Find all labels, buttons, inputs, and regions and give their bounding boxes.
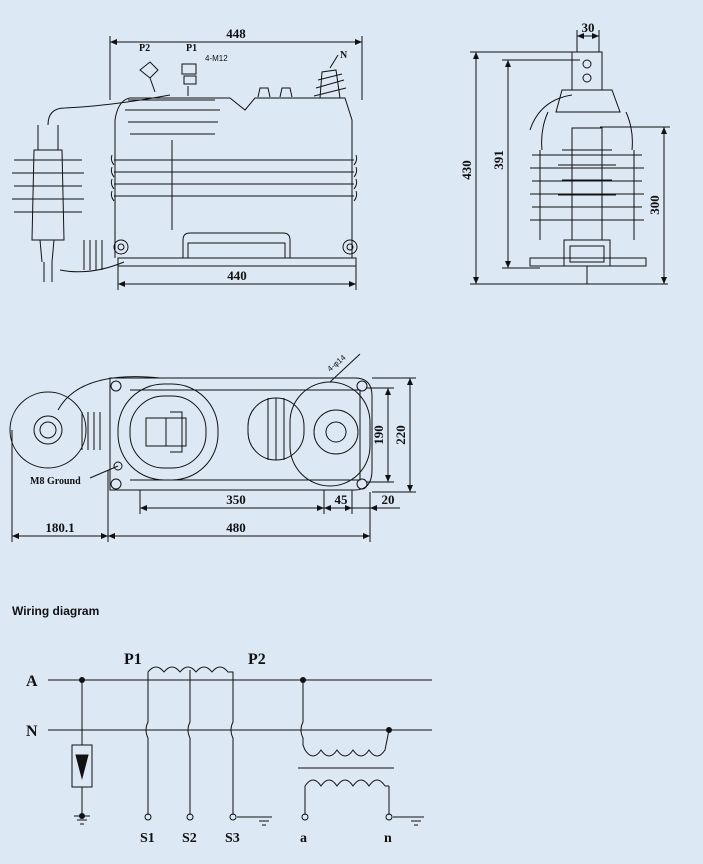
plan-dim-350: 350 (226, 492, 246, 507)
wd-label-a: A (26, 673, 38, 690)
front-dim-440: 440 (227, 268, 247, 283)
label-ground: M8 Ground (30, 476, 81, 487)
side-dim-300: 300 (647, 195, 662, 215)
plan-dim-45: 45 (335, 492, 349, 507)
label-holes: 4-φ14 (326, 353, 348, 374)
wiring-diagram (48, 666, 432, 826)
plan-dim-180: 180.1 (45, 520, 74, 535)
plan-dim-190: 190 (371, 425, 386, 445)
side-dim-430: 430 (459, 160, 474, 180)
wd-label-s1: S1 (140, 831, 155, 846)
wd-label-s3: S3 (225, 831, 240, 846)
side-dim-391: 391 (491, 150, 506, 170)
wd-label-s2: S2 (182, 831, 197, 846)
wd-label-p1: P1 (124, 651, 142, 668)
front-dim-448: 448 (226, 26, 246, 41)
plan-view (9, 353, 416, 542)
front-view (12, 36, 363, 290)
plan-dim-220: 220 (393, 425, 408, 445)
wiring-diagram-title: Wiring diagram (12, 604, 100, 618)
plan-dim-480: 480 (226, 520, 246, 535)
wd-label-a-small: a (300, 831, 307, 846)
wd-label-n: N (26, 723, 38, 740)
label-p1: P1 (186, 43, 197, 54)
junction-dots (79, 677, 392, 819)
label-bolts: 4-M12 (205, 54, 228, 63)
wd-label-p2: P2 (248, 651, 266, 668)
label-p2: P2 (139, 43, 150, 54)
side-dim-30: 30 (582, 20, 595, 35)
plan-dim-20: 20 (382, 492, 395, 507)
wd-label-n-small: n (384, 831, 392, 846)
side-view (470, 30, 670, 285)
label-n: N (340, 50, 348, 61)
